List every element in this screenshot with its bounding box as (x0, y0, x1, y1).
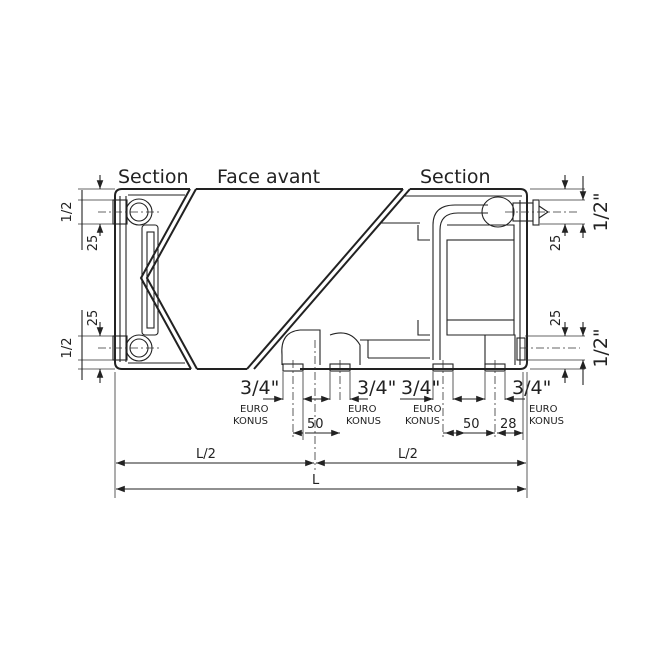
connection-1-line2: KONUS (233, 416, 268, 427)
connection-2-line1: EURO (348, 404, 377, 415)
left-dim-half-top: 1/2 (60, 202, 75, 223)
section-left-label: Section (118, 166, 189, 188)
right-dim-25-top: 25 (549, 235, 564, 252)
dim-half-right: L/2 (398, 447, 418, 462)
connection-4-size: 3/4" (512, 377, 551, 399)
connection-2-line2: KONUS (346, 416, 381, 427)
connection-4-line2: KONUS (529, 416, 564, 427)
right-dim-half-bottom: 1/2" (590, 328, 612, 367)
connection-2-size: 3/4" (357, 377, 396, 399)
left-dim-half-bottom: 1/2 (60, 338, 75, 359)
dim-28: 28 (500, 417, 517, 432)
left-section-view (112, 188, 191, 370)
left-dim-25-bottom: 25 (86, 310, 101, 327)
connection-3-line1: EURO (413, 404, 442, 415)
dim-total-length: L (312, 473, 320, 488)
section-right-label: Section (420, 166, 491, 188)
connection-3-line2: KONUS (405, 416, 440, 427)
front-face-view (139, 188, 411, 370)
left-dim-25-top: 25 (86, 235, 101, 252)
dim-half-left: L/2 (196, 447, 216, 462)
connection-1-size: 3/4" (240, 377, 279, 399)
center-lines (98, 211, 580, 470)
dim-50-left: 50 (307, 417, 324, 432)
face-avant-label: Face avant (217, 166, 320, 188)
connection-3-size: 3/4" (401, 377, 440, 399)
right-dim-25-bottom: 25 (549, 310, 564, 327)
thermostat-head (532, 199, 540, 226)
right-dim-half-top: 1/2" (590, 192, 612, 231)
left-dimensions: 1/2 25 25 1/2 (60, 175, 115, 383)
valve-body (481, 196, 515, 228)
connection-1-line1: EURO (240, 404, 269, 415)
connection-4-line1: EURO (529, 404, 558, 415)
bottom-dimensions: 50 50 28 L/2 L/2 L (114, 372, 528, 498)
right-dimensions: 25 25 1/2" 1/2" (525, 175, 612, 385)
right-section-view (281, 188, 549, 372)
dim-50-right: 50 (463, 417, 480, 432)
connection-labels: 3/4" EURO KONUS 3/4" EURO KONUS 3/4" EUR… (233, 372, 564, 440)
